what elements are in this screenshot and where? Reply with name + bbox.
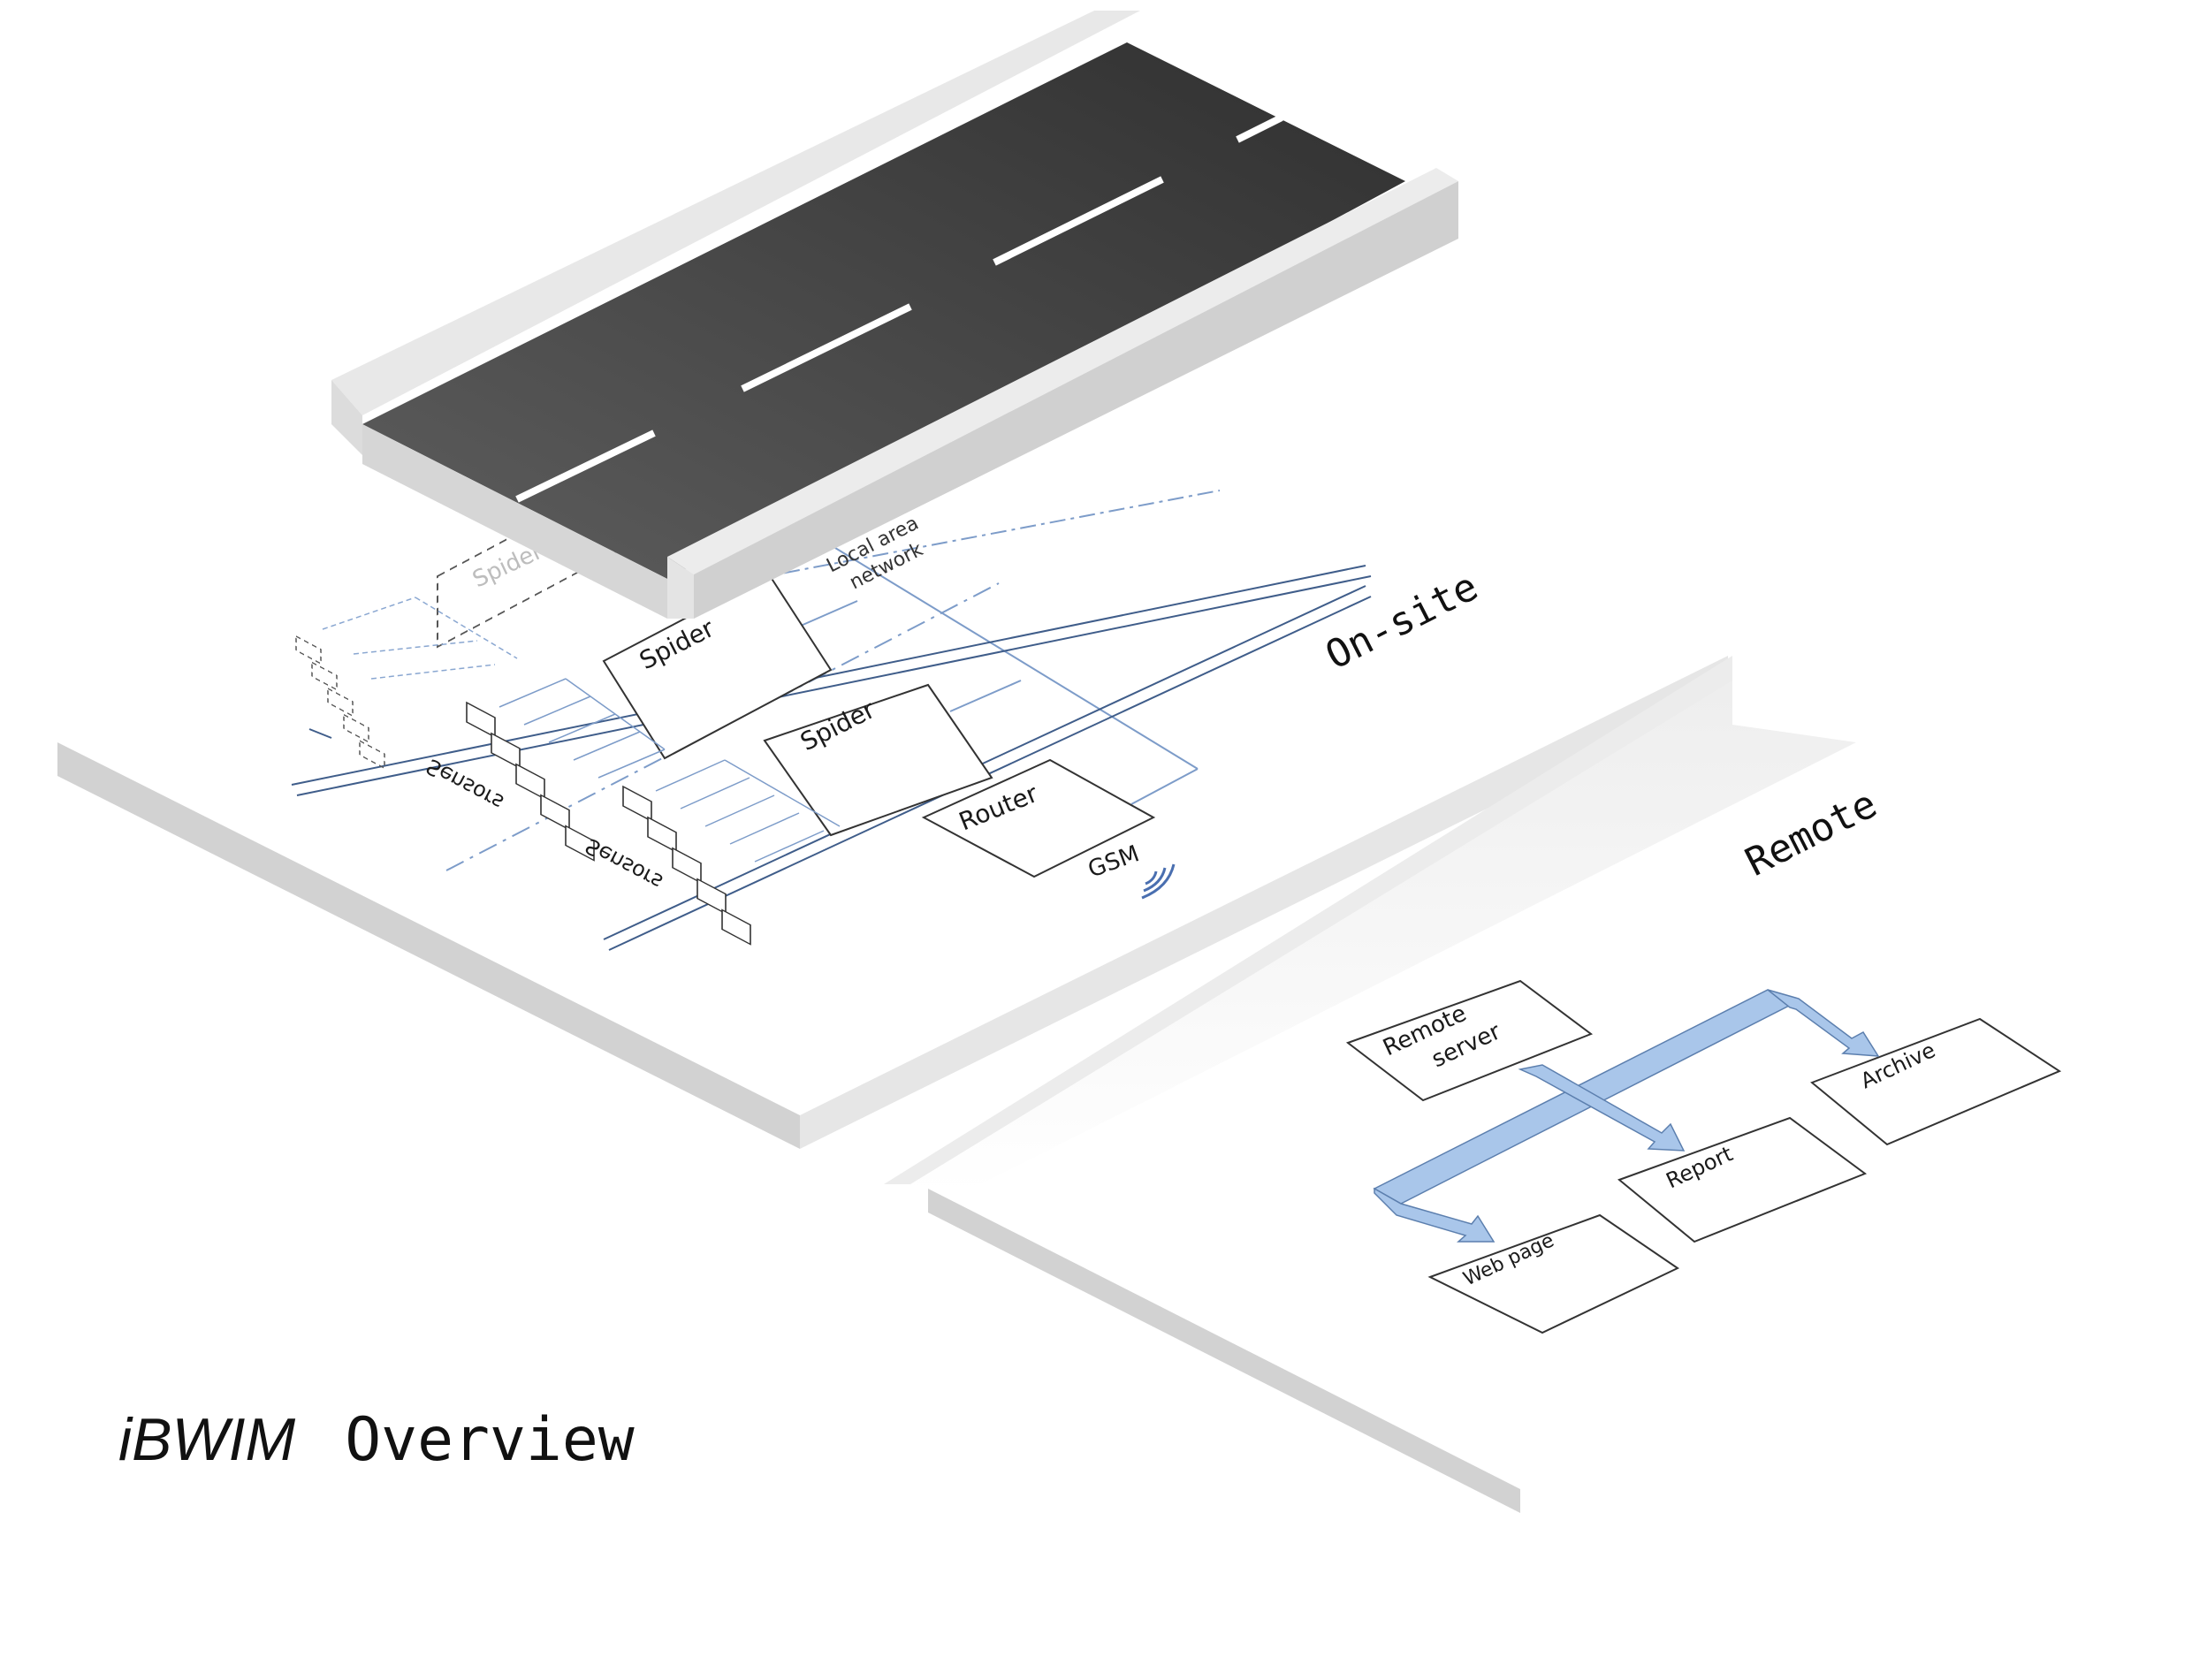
road-near-curb-face bbox=[667, 557, 694, 619]
cable-stub bbox=[308, 728, 332, 739]
arrow-to-archive bbox=[1767, 989, 1880, 1057]
arrow-to-report bbox=[1518, 1064, 1686, 1152]
sensor-box bbox=[540, 794, 570, 831]
router-box bbox=[921, 758, 1156, 878]
sensor-2-wires bbox=[655, 759, 841, 863]
road-front-face bbox=[362, 424, 667, 619]
road-curb-left-face bbox=[331, 380, 362, 455]
lane-markings bbox=[515, 114, 1283, 503]
remote-slab bbox=[884, 656, 2192, 1680]
onsite-slab-right-face bbox=[800, 656, 1728, 1149]
sensor-box bbox=[491, 732, 521, 770]
wireless-signal-icon bbox=[1141, 863, 1176, 900]
sensor-box bbox=[565, 825, 595, 862]
sensor-box bbox=[721, 908, 751, 946]
archive-box bbox=[1810, 1017, 2062, 1146]
lan-link-router bbox=[1130, 768, 1199, 805]
remote-slab-fade bbox=[884, 658, 1856, 1193]
page-title: iBWIM Overview bbox=[118, 1405, 635, 1475]
cable-2b bbox=[608, 596, 1372, 951]
sensor-box bbox=[622, 785, 652, 823]
brand-name: iBWIM bbox=[118, 1406, 296, 1473]
sensor-box bbox=[672, 847, 702, 885]
sensor-box bbox=[696, 878, 727, 915]
ghost-sensor-wires bbox=[322, 597, 518, 680]
remote-slab-back-edge bbox=[884, 656, 1732, 1184]
road-near-curb-top bbox=[667, 168, 1458, 574]
sensor-box bbox=[466, 701, 496, 739]
title-text: Overview bbox=[345, 1405, 635, 1475]
sensor-1-wires bbox=[499, 678, 666, 779]
cable-1a bbox=[291, 565, 1366, 786]
road-curb-top bbox=[331, 11, 1140, 415]
cable-2a bbox=[603, 585, 1366, 940]
remote-slab-left-face bbox=[928, 1189, 1520, 1513]
road bbox=[331, 11, 1458, 619]
onsite-slab-left-face bbox=[57, 742, 800, 1149]
cable-1b bbox=[296, 575, 1372, 796]
spider-2-box bbox=[763, 683, 993, 837]
distribution-arrows bbox=[1373, 989, 1880, 1243]
sensor-box bbox=[515, 763, 545, 801]
remote-slab-top bbox=[963, 747, 2192, 1680]
remote-server-box bbox=[1345, 979, 1594, 1102]
road-near-curb-right bbox=[694, 181, 1458, 619]
lan-link-spider2 bbox=[949, 680, 1022, 712]
report-node: Report bbox=[1617, 1116, 1868, 1243]
webpage-box bbox=[1427, 1213, 1680, 1334]
sensor-cables bbox=[291, 565, 1372, 951]
arrow-to-webpage bbox=[1374, 1187, 1496, 1243]
lan-vertical-line bbox=[834, 547, 1199, 770]
report-box bbox=[1617, 1116, 1868, 1243]
sensor-box bbox=[647, 816, 677, 854]
